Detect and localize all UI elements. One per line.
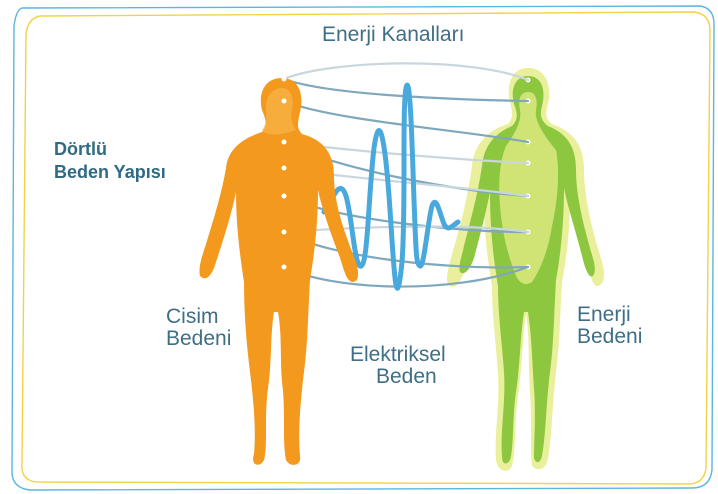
diagram-title: Dörtlü Beden Yapısı — [54, 138, 166, 183]
label-energy-body: Enerji Bedeni — [577, 304, 642, 348]
label-physical-body-line-1: Cisim — [166, 306, 231, 328]
frame-blue — [12, 6, 714, 490]
physical-body-point — [282, 265, 287, 270]
physical-body-point — [282, 194, 287, 199]
label-electrical-body: Elektriksel Beden — [350, 344, 446, 388]
physical-body-point — [282, 77, 287, 82]
channel-line — [284, 63, 528, 80]
physical-body-point — [282, 99, 287, 104]
title-line-1: Dörtlü — [54, 138, 166, 161]
label-energy-body-line-1: Enerji — [577, 304, 642, 326]
label-energy-channels: Enerji Kanalları — [322, 24, 464, 46]
physical-body-point — [282, 166, 287, 171]
physical-body-point — [282, 230, 287, 235]
label-energy-body-line-2: Bedeni — [577, 326, 642, 348]
physical-body-fill — [199, 78, 358, 465]
label-physical-body-line-2: Bedeni — [166, 328, 231, 350]
label-physical-body: Cisim Bedeni — [166, 306, 231, 350]
label-electrical-body-line-2: Beden — [350, 366, 446, 388]
energy-body-figure — [447, 68, 604, 471]
label-electrical-body-line-1: Elektriksel — [350, 344, 446, 366]
physical-body-point — [282, 140, 287, 145]
physical-body-figure — [199, 77, 358, 465]
title-line-2: Beden Yapısı — [54, 161, 166, 184]
